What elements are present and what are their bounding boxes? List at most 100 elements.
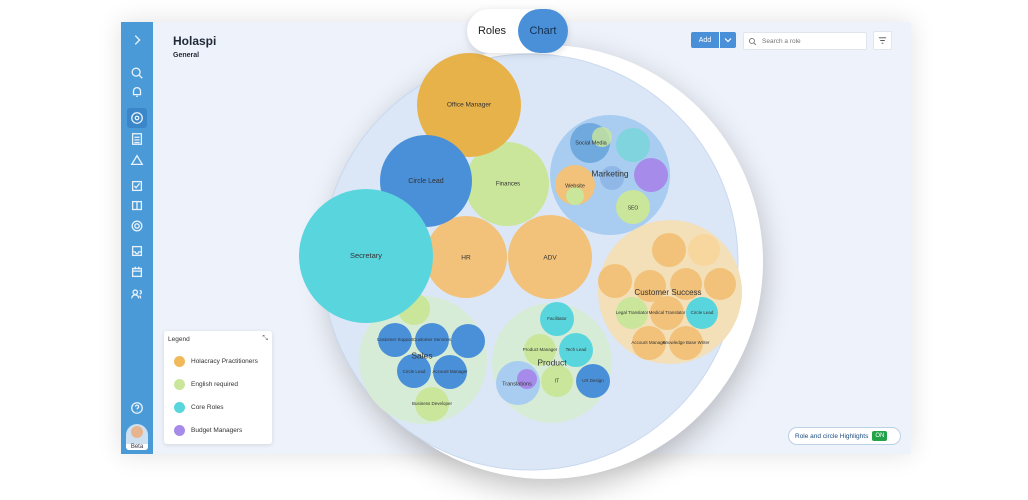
- beta-badge: Beta: [126, 444, 148, 450]
- label-account-manager-cs: Account Manager: [631, 340, 667, 345]
- role-secretary[interactable]: [299, 189, 433, 323]
- role-product-manager[interactable]: [524, 334, 556, 366]
- role-sales-account-manager[interactable]: [433, 355, 467, 389]
- label-secretary: Secretary: [350, 251, 382, 260]
- label-hr: HR: [461, 255, 471, 262]
- label-circle-lead: Circle Lead: [408, 178, 444, 185]
- add-dropdown-button[interactable]: [720, 32, 736, 48]
- legend-dot: [174, 402, 185, 413]
- view-toggle[interactable]: Roles Chart: [467, 9, 568, 53]
- highlights-label: Role and circle Highlights: [795, 432, 869, 440]
- people-icon[interactable]: [129, 152, 145, 168]
- role-billing[interactable]: [634, 270, 666, 302]
- role-customer-services[interactable]: [415, 323, 449, 357]
- checkbox-icon[interactable]: [129, 178, 145, 194]
- role-tech-lead[interactable]: [559, 333, 593, 367]
- highlights-toggle[interactable]: Role and circle Highlights ON: [788, 427, 901, 445]
- label-seo: SEO: [628, 205, 639, 211]
- legend-item: English required: [174, 379, 238, 390]
- role-circle-lead-marketing[interactable]: [634, 158, 668, 192]
- search-input[interactable]: [760, 36, 859, 46]
- role-adv[interactable]: [508, 215, 592, 299]
- role-translations-sub[interactable]: [517, 369, 537, 389]
- help-icon[interactable]: [129, 400, 145, 416]
- users-icon[interactable]: [129, 286, 145, 302]
- label-adv: ADV: [543, 255, 557, 262]
- label-customer-support: Customer Support: [377, 337, 414, 342]
- role-customer-support[interactable]: [378, 323, 412, 357]
- tab-chart[interactable]: Chart: [518, 9, 568, 53]
- board-icon[interactable]: [129, 198, 145, 214]
- add-button[interactable]: Add: [691, 32, 719, 48]
- role-it[interactable]: [541, 365, 573, 397]
- sidebar: Beta: [121, 22, 153, 454]
- label-tech-lead: Tech Lead: [566, 347, 587, 352]
- search-icon: [748, 37, 757, 45]
- calendar-icon[interactable]: [129, 264, 145, 280]
- label-sales: Sales: [411, 350, 432, 360]
- role-website[interactable]: [555, 165, 595, 205]
- list-icon[interactable]: [129, 131, 145, 147]
- role-cs-circle-lead[interactable]: [686, 297, 718, 329]
- role-cs-secretary[interactable]: [688, 234, 720, 266]
- label-sales-account-manager: Account Manager: [432, 369, 468, 374]
- legend-item: Core Roles: [174, 402, 224, 413]
- filter-icon: [878, 37, 887, 44]
- role-secretary-marketing[interactable]: [616, 128, 650, 162]
- role-ux-design[interactable]: [576, 364, 610, 398]
- label-social-media: Social Media: [575, 140, 607, 146]
- legend-title: Legend: [168, 336, 190, 343]
- role-seo[interactable]: [616, 190, 650, 224]
- legend-item: Holacracy Practitioners: [174, 356, 258, 367]
- search-icon[interactable]: [129, 65, 145, 81]
- role-cs-high-touch[interactable]: [652, 233, 686, 267]
- tab-roles[interactable]: Roles: [477, 25, 507, 37]
- role-website-sub[interactable]: [566, 187, 584, 205]
- role-knowledge-base-writer[interactable]: [669, 326, 703, 360]
- legend-dot: [174, 425, 185, 436]
- legend-item-label: English required: [191, 381, 238, 388]
- role-medical-translator[interactable]: [650, 296, 684, 330]
- role-social-media-sub[interactable]: [592, 127, 612, 147]
- compass-icon[interactable]: [127, 108, 147, 128]
- highlights-state-badge[interactable]: ON: [872, 431, 888, 441]
- filter-button[interactable]: [873, 31, 892, 50]
- search-box[interactable]: [743, 32, 867, 50]
- target-icon[interactable]: [129, 218, 145, 234]
- role-sales-ambassador[interactable]: [451, 324, 485, 358]
- role-account-manager-cs[interactable]: [632, 326, 666, 360]
- bell-icon[interactable]: [129, 84, 145, 100]
- role-cs-manager-scale[interactable]: [704, 268, 736, 300]
- label-product: Product: [537, 357, 567, 367]
- role-office-manager[interactable]: [417, 53, 521, 157]
- label-customer-services: Customer Services: [413, 337, 452, 342]
- legend-item-label: Core Roles: [191, 404, 224, 411]
- role-legal-translator[interactable]: [616, 297, 648, 329]
- collapse-icon[interactable]: ⤡: [262, 335, 268, 342]
- role-hr[interactable]: [425, 216, 507, 298]
- role-finances[interactable]: [465, 142, 549, 226]
- page-subtitle: General: [173, 52, 200, 59]
- label-finances: Finances: [496, 182, 520, 188]
- label-legal-translator: Legal Translator: [616, 310, 649, 315]
- role-sales-circle-lead[interactable]: [397, 354, 431, 388]
- chevron-down-icon: [724, 38, 732, 43]
- role-cs-manager[interactable]: [598, 264, 632, 298]
- legend-item-label: Budget Managers: [191, 427, 243, 434]
- role-marketing-lead[interactable]: [600, 166, 624, 190]
- label-customer-success: Customer Success: [634, 288, 701, 297]
- inbox-icon[interactable]: [129, 243, 145, 259]
- avatar-face: [131, 426, 143, 438]
- label-marketing: Marketing: [591, 168, 629, 178]
- label-business-developer: Business Developer: [412, 401, 453, 406]
- avatar[interactable]: Beta: [126, 424, 148, 450]
- role-cs-expert[interactable]: [670, 268, 702, 300]
- role-business-developer[interactable]: [415, 387, 449, 421]
- label-cs-circle-lead: Circle Lead: [691, 310, 714, 315]
- role-facilitator[interactable]: [540, 302, 574, 336]
- label-sales-circle-lead: Circle Lead: [403, 369, 426, 374]
- expand-icon[interactable]: [129, 32, 145, 48]
- legend-item-label: Holacracy Practitioners: [191, 358, 258, 365]
- label-it: IT: [555, 378, 559, 384]
